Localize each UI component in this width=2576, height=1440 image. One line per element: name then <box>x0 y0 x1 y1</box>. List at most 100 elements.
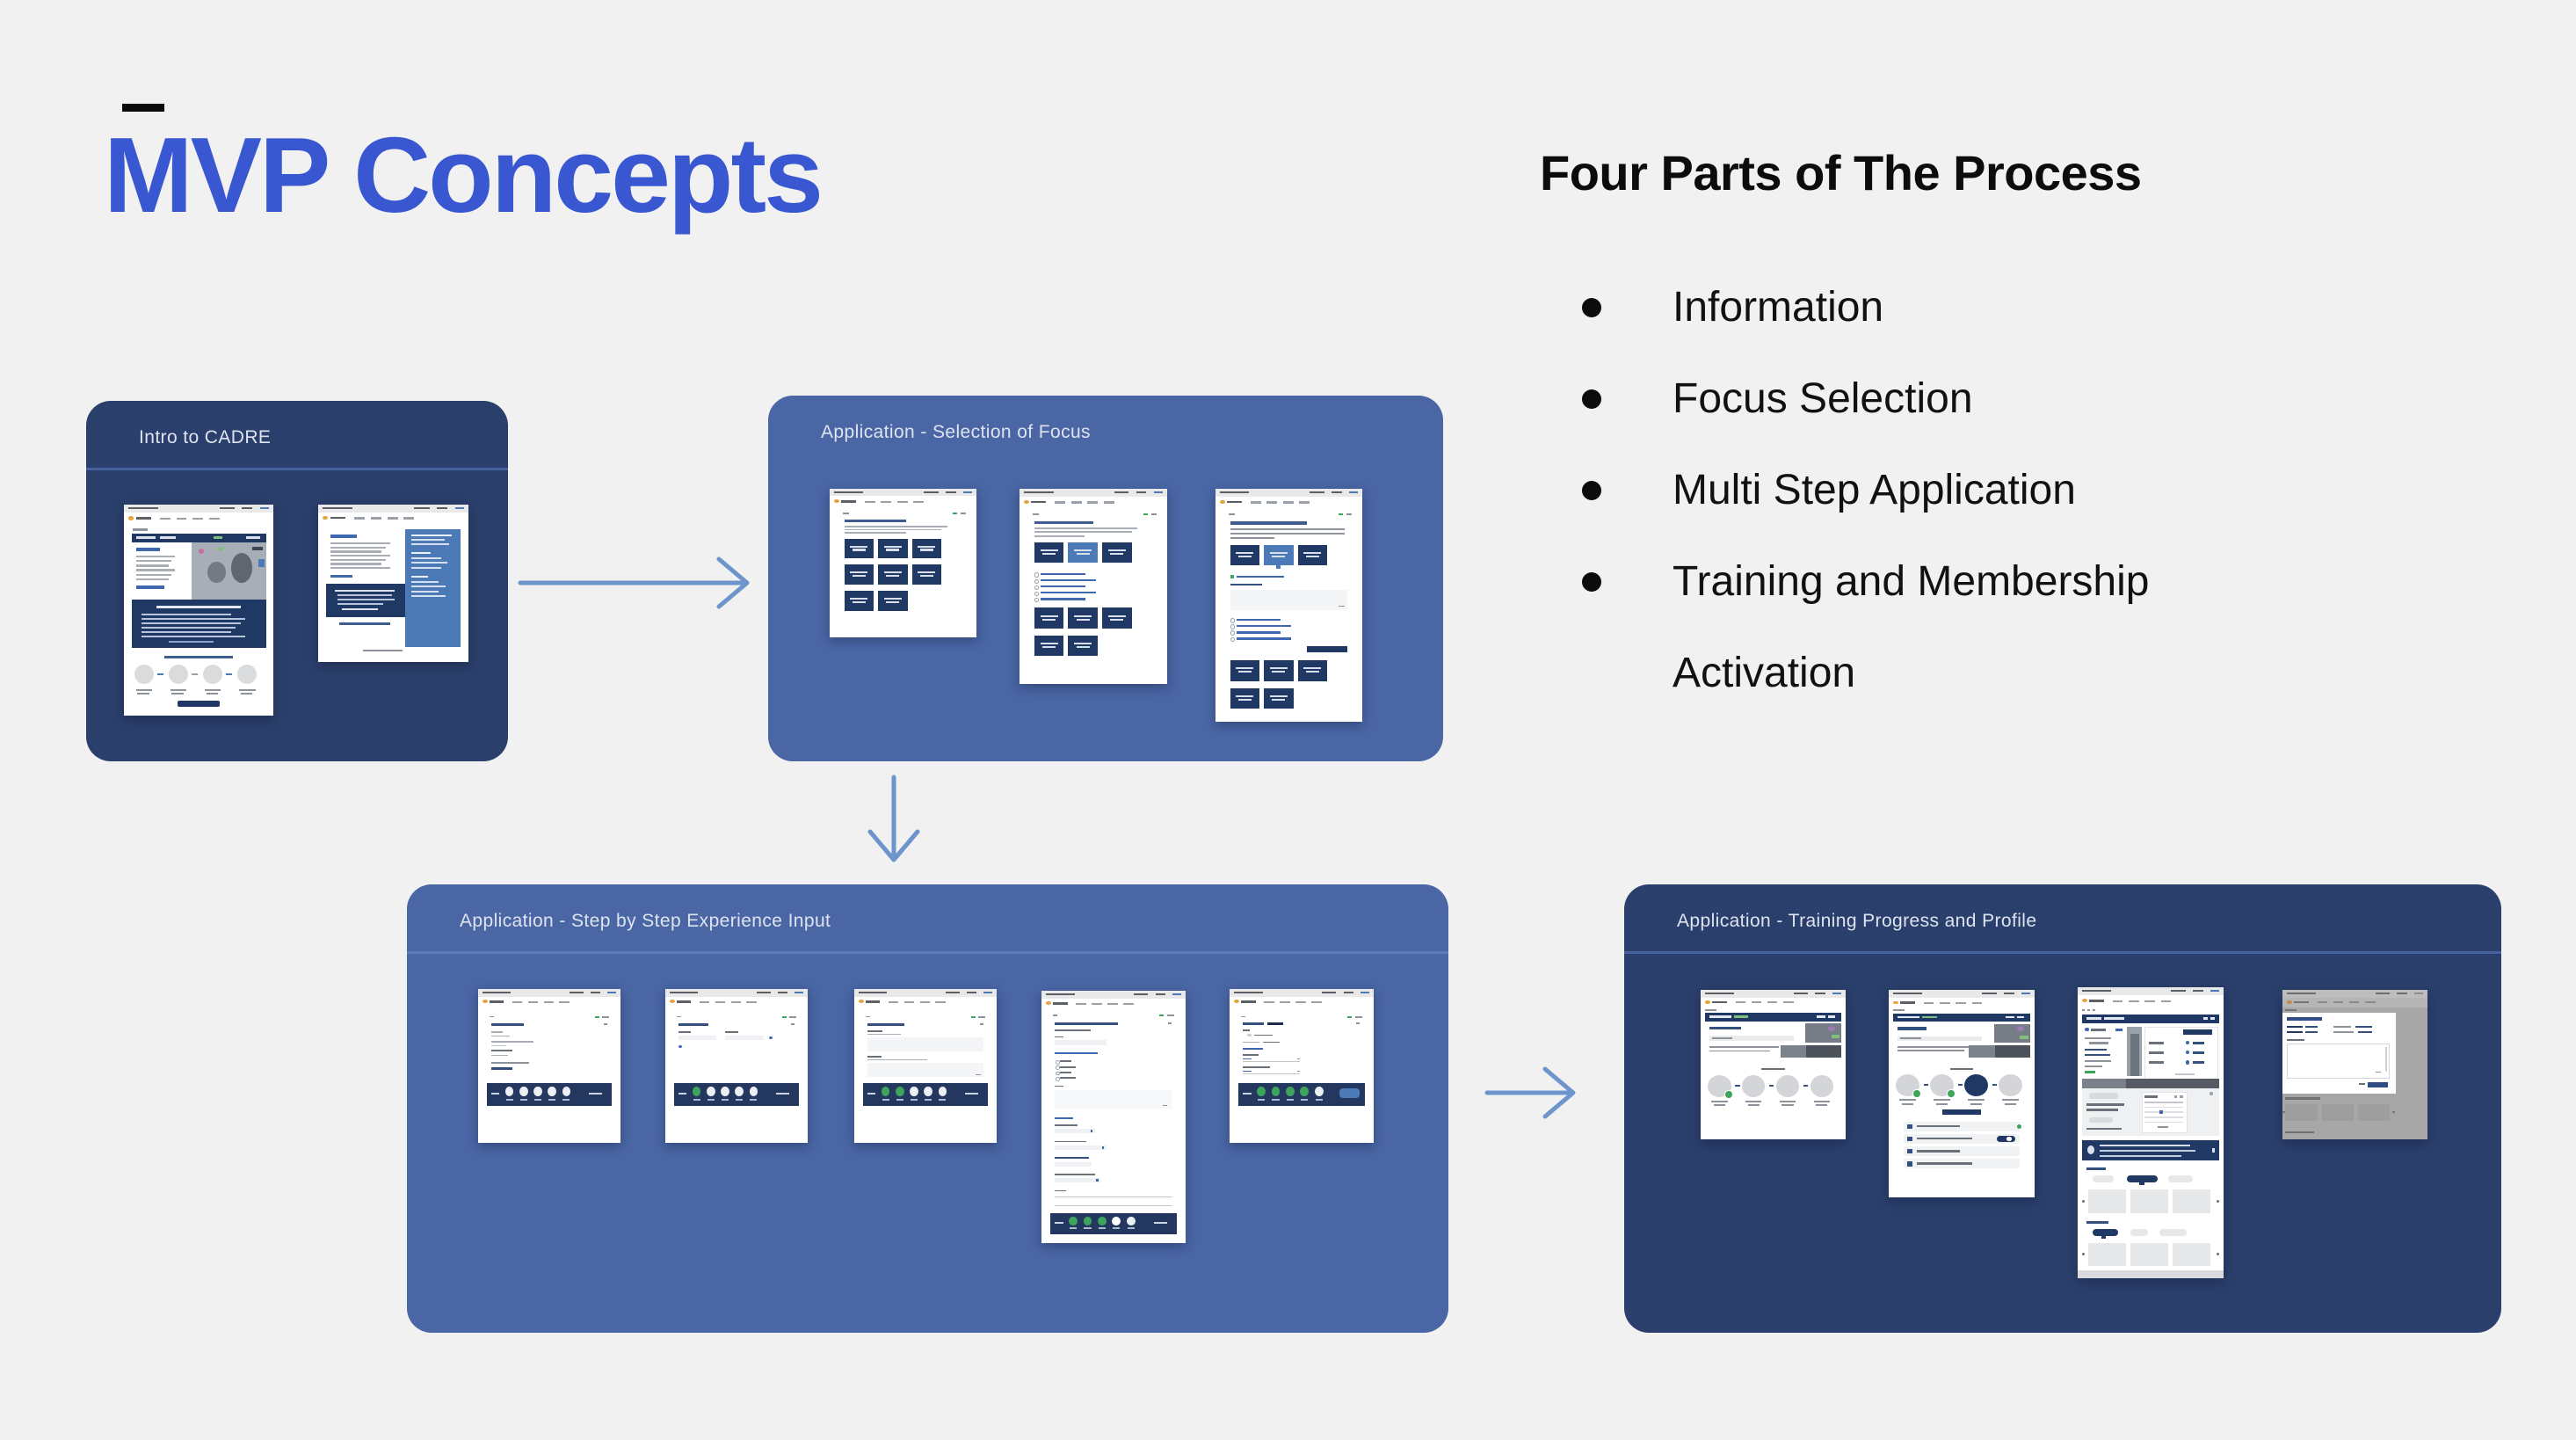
mock-shape <box>1034 535 1085 537</box>
mock-shape <box>1704 1013 1842 1022</box>
mock-shape <box>962 491 972 493</box>
mock-shape <box>1348 491 1358 494</box>
mock-shape <box>1054 1089 1173 1109</box>
mock-shape <box>1054 1196 1173 1197</box>
mock-shape <box>1054 1052 1098 1055</box>
mock-shape <box>1735 1001 1746 1004</box>
mock-shape <box>1092 1002 1102 1005</box>
mock-shape <box>1034 542 1064 564</box>
mock-shape <box>669 991 699 994</box>
mock-shape <box>678 1092 687 1095</box>
mock-shape <box>1150 513 1157 515</box>
mock-shape <box>1704 992 1734 994</box>
mock-shape <box>1956 1001 1966 1004</box>
mock-shape <box>1055 1071 1060 1076</box>
mock-shape <box>1264 687 1294 709</box>
mock-shape <box>1054 1140 1086 1143</box>
mock-shape <box>1068 542 1099 564</box>
mock-shape <box>1817 1015 1825 1018</box>
mock-shape <box>1126 1216 1136 1226</box>
mock-shape <box>1230 575 1234 578</box>
mock-shape <box>850 597 868 600</box>
mock-shape <box>1040 549 1058 552</box>
mock-shape <box>776 1092 789 1095</box>
mock-shape <box>240 693 253 695</box>
mock-shape <box>1903 1146 2021 1157</box>
mock-shape <box>330 574 353 578</box>
mock-shape <box>1297 1070 1300 1073</box>
mock-shape <box>2086 1103 2125 1107</box>
mock-shape <box>834 499 839 504</box>
mock-shape <box>1964 1073 1988 1096</box>
mock-shape <box>2175 1073 2195 1075</box>
mock-shape <box>1272 698 1286 702</box>
mock-shape <box>199 549 204 554</box>
mock-shape <box>1735 1085 1740 1087</box>
mock-shape <box>330 546 386 549</box>
mock-shape <box>1781 1103 1794 1106</box>
mock-shape <box>1074 549 1092 552</box>
mock-shape <box>1069 1227 1078 1230</box>
mock-shape <box>2086 1017 2101 1021</box>
mock-shape <box>490 1035 510 1037</box>
mock-shape <box>1237 624 1291 628</box>
mock-shape <box>411 566 442 569</box>
mock-shape <box>2158 1125 2168 1128</box>
mock-shape <box>330 558 386 561</box>
mock-shape <box>676 1015 681 1018</box>
mock-shape <box>867 1029 883 1032</box>
mock-shape <box>1900 1037 1921 1040</box>
mock-shape <box>1034 597 1040 602</box>
mock-shape <box>157 673 164 676</box>
mock-shape <box>790 1023 795 1026</box>
flow-arrow-experience-to-training <box>1484 1066 1576 1119</box>
mock-shape <box>1230 583 1263 586</box>
mock-shape <box>777 991 788 994</box>
mock-shape <box>1272 1098 1280 1101</box>
mock-shape <box>135 548 160 552</box>
mock-shape <box>1107 615 1126 617</box>
mock-shape <box>2305 1030 2318 1033</box>
mock-shape <box>693 1098 700 1101</box>
mock-shape <box>1107 549 1126 552</box>
mock-shape <box>533 1098 542 1101</box>
mock-shape <box>2090 1029 2106 1031</box>
mock-shape <box>2127 1175 2159 1183</box>
mock-shape <box>2078 1269 2224 1278</box>
mock-shape <box>1775 1074 1800 1097</box>
mock-shape <box>1042 645 1056 648</box>
mock-shape <box>170 688 187 691</box>
mock-shape <box>1034 578 1040 584</box>
mock-shape <box>1301 1098 1309 1101</box>
mock-shape <box>1230 624 1236 629</box>
mock-shape <box>1257 1087 1266 1097</box>
mock-shape <box>1347 1015 1353 1018</box>
mock-shape <box>171 693 184 695</box>
mock-shape <box>2101 1236 2107 1240</box>
mock-shape <box>1906 1136 1913 1142</box>
mock-shape <box>543 1000 554 1003</box>
mock-shape <box>699 1000 710 1003</box>
mock-shape <box>844 528 941 531</box>
mock-shape <box>124 505 273 513</box>
mock-shape <box>1356 1022 1361 1025</box>
mock-shape <box>2285 1131 2315 1134</box>
mock-shape <box>1251 501 1261 504</box>
mock-shape <box>218 547 224 552</box>
mock-shape <box>1041 572 1085 576</box>
mock-shape <box>1306 645 1348 653</box>
mock-shape <box>490 1041 534 1043</box>
mock-shape <box>1242 1061 1301 1062</box>
mock-shape <box>878 538 908 559</box>
mock-shape <box>490 1062 530 1064</box>
mock-shape <box>2286 992 2316 994</box>
mock-shape <box>512 1000 523 1003</box>
mock-shape <box>1107 1002 1118 1005</box>
mock-shape <box>1230 544 1260 566</box>
mock-shape <box>844 519 906 522</box>
mock-shape <box>2286 1044 2391 1079</box>
mock-shape <box>2185 1060 2190 1065</box>
mock-shape <box>2129 1000 2139 1002</box>
mock-shape <box>337 603 383 606</box>
mock-shape <box>338 622 391 625</box>
